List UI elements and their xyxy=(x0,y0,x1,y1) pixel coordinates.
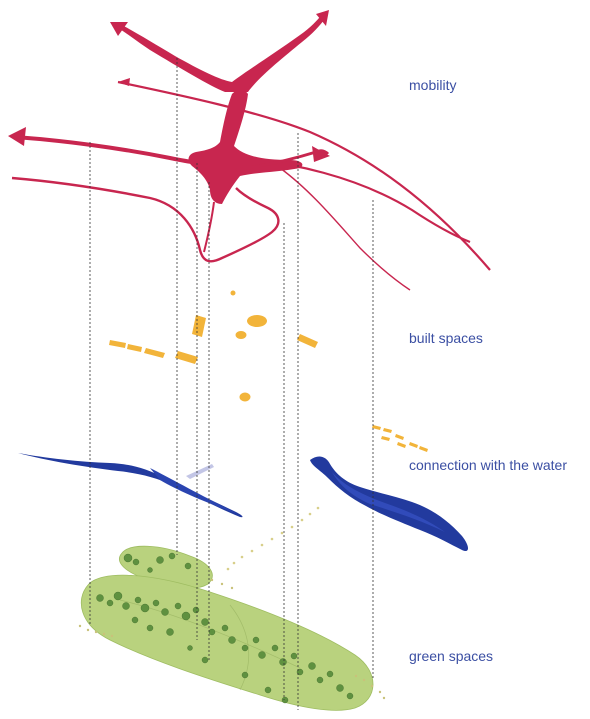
road-right-long xyxy=(118,82,490,270)
built-spaces-label: built spaces xyxy=(409,330,483,346)
road-main-west xyxy=(14,137,210,163)
road-arrowhead xyxy=(118,78,130,86)
road-lower-loop xyxy=(12,178,278,261)
road-branch xyxy=(280,168,410,290)
water-link xyxy=(186,464,214,479)
building xyxy=(144,348,165,358)
green-spaces-label: green spaces xyxy=(409,648,493,664)
built-spaces-layer xyxy=(109,291,428,453)
mobility-label: mobility xyxy=(409,77,456,93)
junction-hub-upper xyxy=(118,14,326,92)
green-patch-large xyxy=(81,575,373,710)
mobility-layer xyxy=(8,10,490,290)
building xyxy=(127,344,142,352)
green-spaces-layer xyxy=(79,546,385,710)
connection-with-the-water-label: connection with the water xyxy=(409,457,567,473)
water-layer xyxy=(18,453,468,551)
building xyxy=(175,351,198,364)
building xyxy=(192,315,206,337)
building-round xyxy=(236,331,247,339)
road-main-west-arrow xyxy=(8,127,26,146)
building-round xyxy=(240,393,251,402)
small-building-cluster xyxy=(372,425,428,452)
building-round xyxy=(247,315,267,327)
junction-hub xyxy=(189,90,303,205)
building xyxy=(297,334,318,348)
building-round xyxy=(231,291,236,296)
building xyxy=(109,340,126,348)
